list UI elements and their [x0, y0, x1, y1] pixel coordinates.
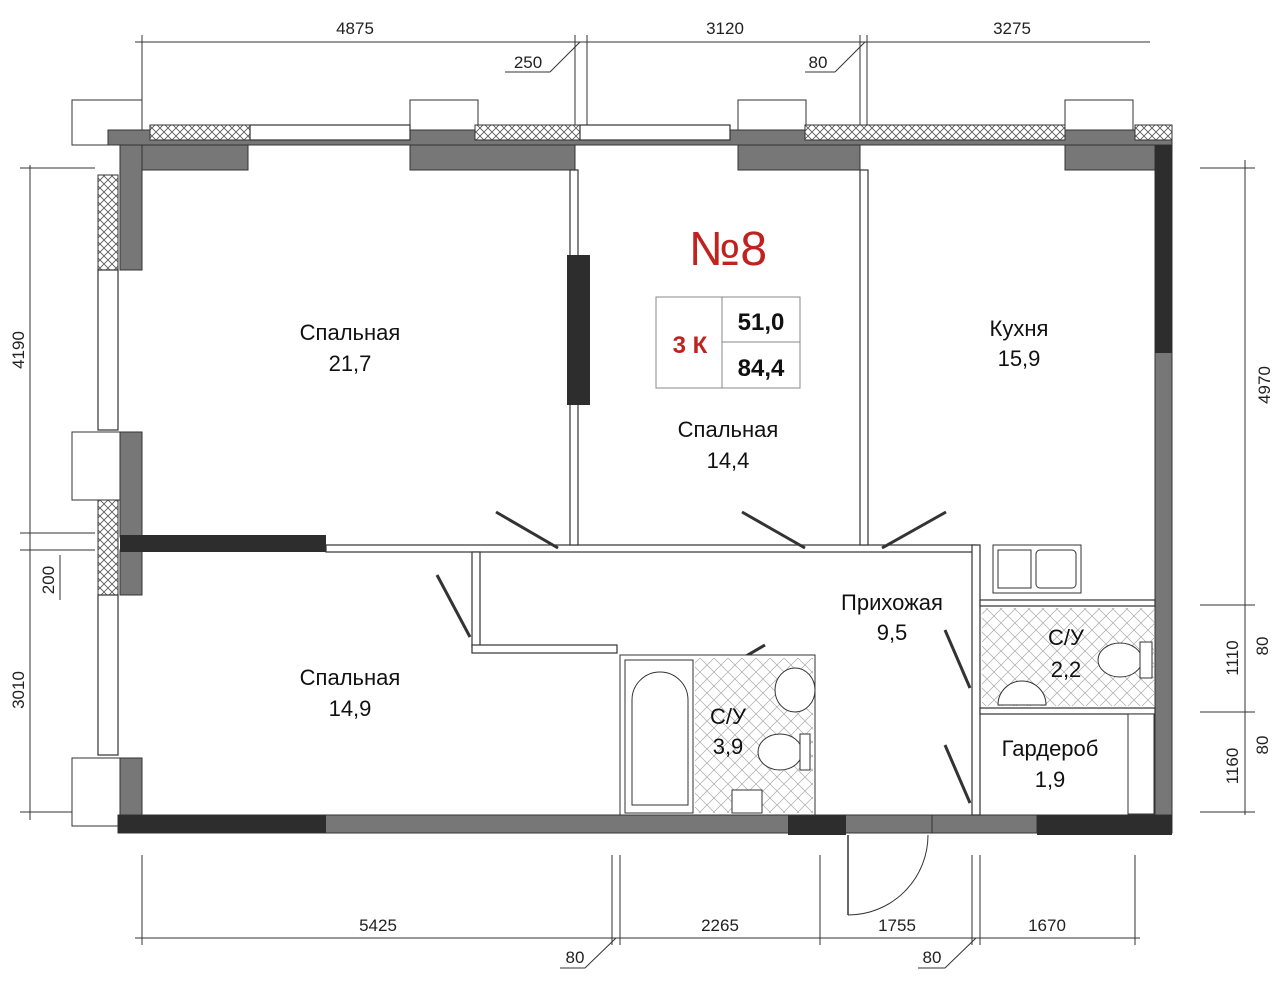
room-name: С/У — [710, 704, 747, 729]
dim-bottom-5: 80 — [566, 948, 585, 967]
total-area: 84,4 — [738, 355, 785, 382]
dim-right-3: 80 — [1253, 637, 1272, 656]
dim-top-4: 250 — [514, 53, 542, 72]
dim-top-3: 3275 — [993, 19, 1031, 38]
room-name: Прихожая — [841, 590, 943, 615]
toilet-icon — [757, 733, 803, 771]
dim-bottom-4: 1670 — [1028, 916, 1066, 935]
room-area: 21,7 — [329, 351, 372, 376]
bathroom-2 — [982, 608, 1154, 706]
room-name: Спальная — [300, 320, 401, 345]
dim-left-2: 200 — [39, 566, 58, 594]
kitchen-sink-icon — [992, 544, 1082, 594]
dim-right-1: 4970 — [1255, 366, 1274, 404]
dim-top-1: 4875 — [336, 19, 374, 38]
dim-right-5: 80 — [1253, 736, 1272, 755]
toilet-icon — [1097, 642, 1143, 678]
room-name: Кухня — [990, 316, 1049, 341]
bathroom-1 — [619, 654, 816, 816]
room-name: Спальная — [678, 417, 779, 442]
room-area: 3,9 — [713, 734, 744, 759]
room-area: 9,5 — [877, 620, 908, 645]
apartment-number: №8 — [689, 223, 767, 276]
dim-top-5: 80 — [809, 53, 828, 72]
room-name: Гардероб — [1002, 736, 1099, 761]
dim-bottom-1: 5425 — [359, 916, 397, 935]
apartment-info-box: 3 К 51,0 84,4 — [655, 296, 801, 389]
internal-walls — [120, 169, 1156, 816]
room-name: С/У — [1048, 625, 1085, 650]
window-sills — [71, 99, 1134, 827]
living-area: 51,0 — [738, 309, 785, 336]
dim-left-3: 3010 — [9, 671, 28, 709]
room-count: 3 К — [673, 332, 708, 359]
room-area: 2,2 — [1051, 657, 1082, 682]
room-area: 14,9 — [329, 696, 372, 721]
dimension-lines — [20, 35, 1255, 969]
dim-right-4: 1160 — [1223, 748, 1242, 785]
sink-icon — [997, 680, 1047, 706]
room-area: 15,9 — [998, 346, 1041, 371]
windows — [97, 124, 1173, 756]
sink-icon — [774, 667, 816, 713]
room-area: 1,9 — [1035, 767, 1066, 792]
room-area: 14,4 — [707, 448, 750, 473]
room-name: Спальная — [300, 665, 401, 690]
dim-left-1: 4190 — [9, 331, 28, 369]
dim-bottom-6: 80 — [923, 948, 942, 967]
dim-bottom-2: 2265 — [701, 916, 739, 935]
dim-bottom-3: 1755 — [878, 916, 916, 935]
dim-right-2: 1110 — [1223, 640, 1242, 675]
dim-top-2: 3120 — [706, 19, 744, 38]
wardrobe-shelf — [1127, 713, 1155, 815]
